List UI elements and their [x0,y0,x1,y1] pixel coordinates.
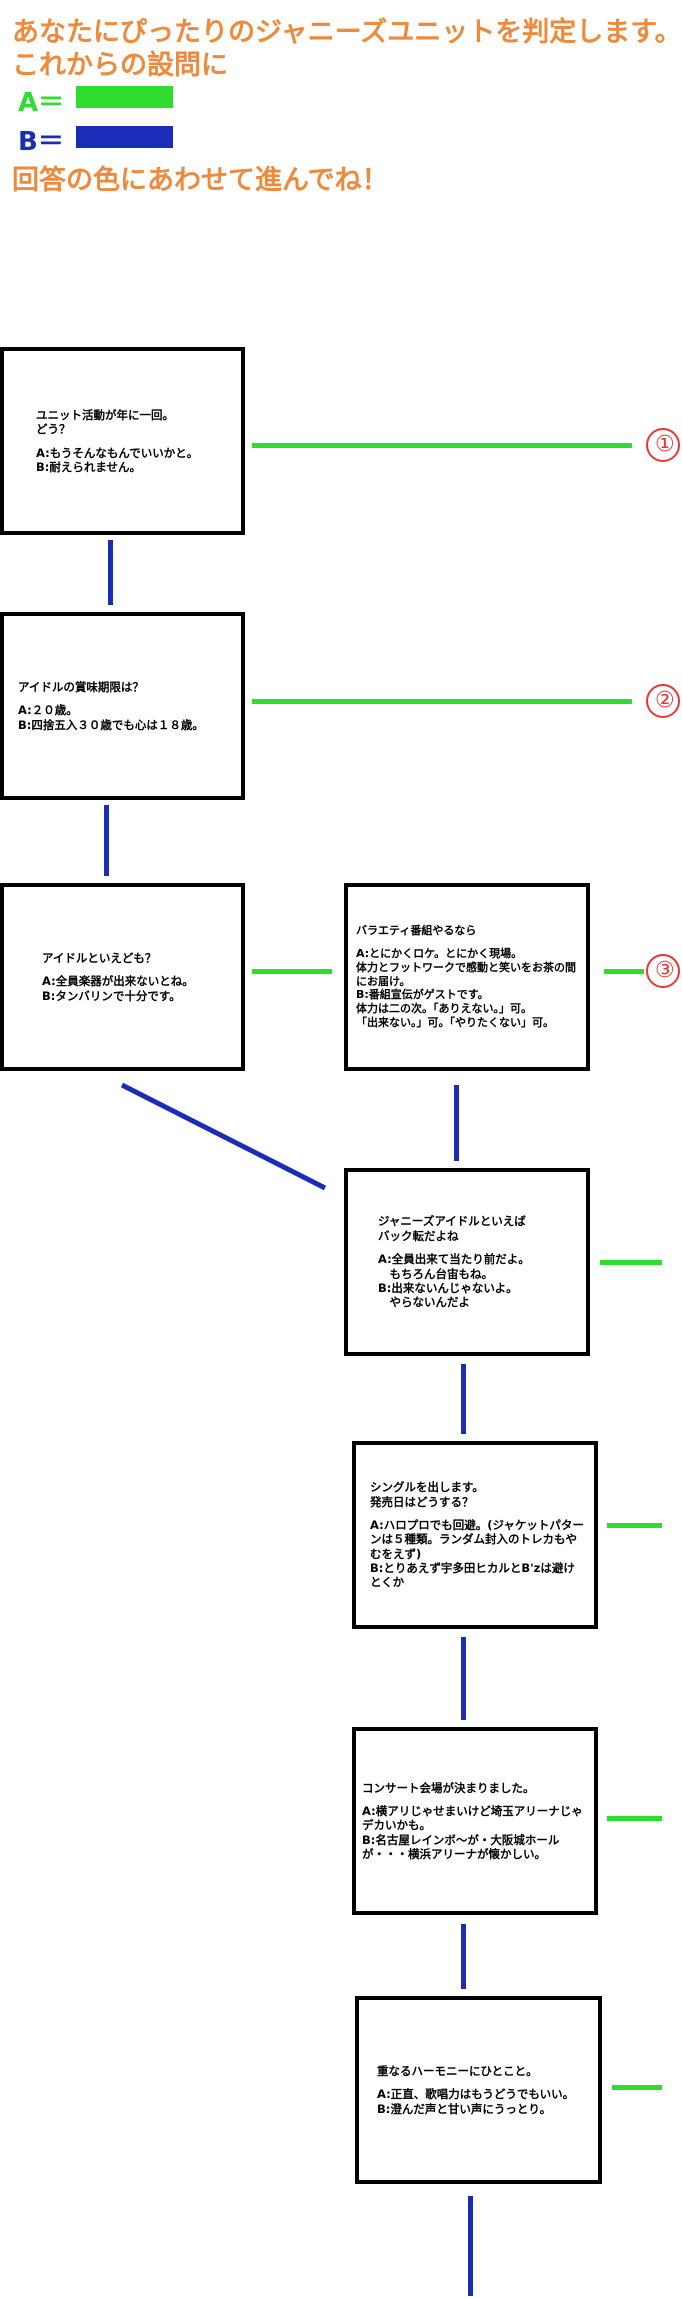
green-connector-5 [600,1260,662,1265]
result-marker-3: ③ [646,954,680,988]
green-connector-7 [607,1816,662,1821]
green-connector-2 [252,699,632,704]
result-marker-1: ① [646,428,680,462]
question-text: コンサート会場が決まりました。 [362,1780,535,1795]
intro-line-2: これからの設問に [12,50,228,81]
legend-b-label: B＝ [18,127,64,157]
green-connector-3 [252,969,332,974]
question-text: 重なるハーモニーにひとこと。 [377,2063,538,2078]
blue-connector-3 [454,1085,459,1161]
blue-connector-6 [461,1924,466,1989]
blue-connector-7 [468,2196,473,2296]
intro-line-5: 回答の色にあわせて進んでね！ [12,165,389,196]
answer-options: A:２０歳。 B:四捨五入３０歳でも心は１８歳。 [18,703,204,732]
question-text: バラエティ番組やるなら [356,924,477,938]
question-box-5: ジャニーズアイドルといえば バック転だよね A:全員出来て当たり前だよ。 もちろ… [344,1168,590,1356]
question-box-4: バラエティ番組やるなら A:とにかくロケ。とにかく現場。 体力とフットワークで感… [344,883,590,1071]
question-box-1: ユニット活動が年に一回。 どう？ A:もうそんなもんでいいかと。 B:耐えられま… [0,347,245,535]
answer-options: A:全員出来て当たり前だよ。 もちろん台宙もね。 B:出来ないんじゃないよ。 や… [378,1252,530,1310]
green-connector-4 [604,969,644,974]
result-marker-2: ② [646,684,680,718]
question-box-8: 重なるハーモニーにひとこと。 A:正直、歌唱力はもうどうでもいい。 B:澄んだ声… [355,1996,602,2184]
question-text: ユニット活動が年に一回。 どう？ [36,407,174,437]
question-text: シングルを出します。 発売日はどうする？ [370,1480,484,1509]
question-text: アイドルの賞味期限は？ [18,679,144,694]
answer-options: A:全員楽器が出来ないとね。 B:タンバリンで十分です。 [42,974,194,1003]
answer-options: A:とにかくロケ。とにかく現場。 体力とフットワークで感動と笑いをお茶の間にお届… [356,947,576,1029]
diagonal-connector [120,1082,327,1191]
legend-b-swatch [76,126,173,148]
question-text: アイドルといえども？ [42,950,157,965]
answer-options: A:横アリじゃせまいけど埼玉アリーナじゃデカいかも。 B:名古屋レインボ～が・大… [362,1803,583,1862]
question-box-7: コンサート会場が決まりました。 A:横アリじゃせまいけど埼玉アリーナじゃデカいか… [352,1727,598,1915]
answer-options: A:もうそんなもんでいいかと。 B:耐えられません。 [36,445,199,474]
blue-connector-5 [461,1637,466,1720]
answer-options: A:ハロプロでも回避。(ジャケットパターンは５種類。ランダム封入のトレカもやむを… [370,1517,584,1590]
legend-a-swatch [76,86,173,108]
green-connector-1 [252,443,632,448]
green-connector-6 [607,1523,662,1528]
blue-connector-4 [461,1364,466,1434]
question-box-2: アイドルの賞味期限は？ A:２０歳。 B:四捨五入３０歳でも心は１８歳。 [0,612,245,800]
blue-connector-2 [104,805,109,876]
intro-line-1: あなたにぴったりのジャニーズユニットを判定します。 [12,17,682,48]
question-box-3: アイドルといえども？ A:全員楽器が出来ないとね。 B:タンバリンで十分です。 [0,883,245,1071]
question-text: ジャニーズアイドルといえば バック転だよね [378,1214,526,1243]
question-box-6: シングルを出します。 発売日はどうする？ A:ハロプロでも回避。(ジャケットパタ… [352,1441,598,1629]
legend-a-label: A＝ [18,88,65,118]
blue-connector-1 [108,540,113,605]
green-connector-8 [612,2085,662,2090]
answer-options: A:正直、歌唱力はもうどうでもいい。 B:澄んだ声と甘い声にうっとり。 [377,2087,575,2116]
